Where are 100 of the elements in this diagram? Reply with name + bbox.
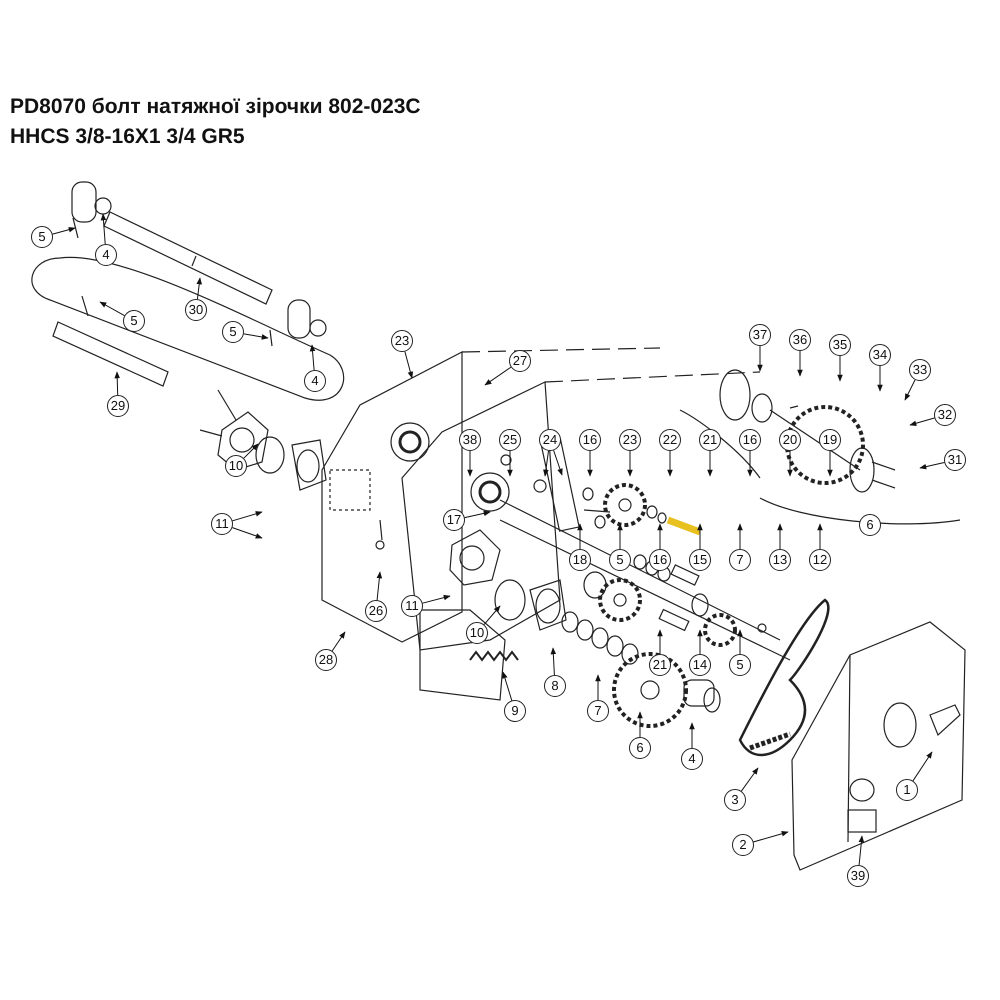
leader-line xyxy=(740,767,758,792)
leader-line xyxy=(912,751,932,782)
leader-line xyxy=(376,571,382,601)
callout-number: 26 xyxy=(365,600,387,622)
leader-line xyxy=(404,351,414,379)
leader-line xyxy=(657,629,663,654)
title: PD8070 болт натяжної зірочки 802-023C HHCS 3/8-16X1 3/4 GR5 xyxy=(10,94,422,150)
leader-line xyxy=(232,511,263,522)
leader-line xyxy=(827,450,833,477)
callout-number: 6 xyxy=(629,737,651,759)
leader-line xyxy=(667,450,673,477)
leader-line xyxy=(484,605,500,626)
callout-number: 2 xyxy=(732,834,754,856)
leader-line xyxy=(587,450,593,477)
callout-number: 30 xyxy=(185,299,207,321)
callout-number: 20 xyxy=(779,429,801,451)
leader-line xyxy=(837,356,843,382)
leader-line xyxy=(243,444,258,459)
callout-number: 18 xyxy=(569,549,591,571)
leader-line xyxy=(507,450,513,477)
leader-line xyxy=(502,671,512,701)
callout-number: 38 xyxy=(459,429,481,451)
callout-number: 16 xyxy=(649,549,671,571)
callout-number: 31 xyxy=(944,449,966,471)
callout-number: 11 xyxy=(211,513,233,535)
callout-number: 4 xyxy=(95,244,117,266)
callout-number: 32 xyxy=(934,404,956,426)
callout-number: 5 xyxy=(609,549,631,571)
callout-number: 27 xyxy=(509,350,531,372)
callout-number: 15 xyxy=(689,549,711,571)
callout-number: 34 xyxy=(869,344,891,366)
callout-number: 29 xyxy=(107,395,129,417)
leader-line xyxy=(737,629,743,654)
callout-number: 4 xyxy=(681,748,703,770)
leader-line xyxy=(757,346,763,372)
callout-number: 13 xyxy=(769,549,791,571)
callout-number: 33 xyxy=(909,359,931,381)
leader-line xyxy=(627,450,633,477)
callout-number: 21 xyxy=(649,654,671,676)
leader-line xyxy=(243,333,269,340)
callout-number: 16 xyxy=(579,429,601,451)
callout-number: 8 xyxy=(544,675,566,697)
leader-line xyxy=(422,594,451,604)
callout-number: 14 xyxy=(689,654,711,676)
leader-line xyxy=(196,277,202,300)
callout-number: 5 xyxy=(729,654,751,676)
callout-number: 39 xyxy=(847,865,869,887)
callout-number: 3 xyxy=(724,789,746,811)
callout-number: 7 xyxy=(729,549,751,571)
leader-line xyxy=(577,523,583,550)
leader-line xyxy=(553,450,563,476)
callout-number: 23 xyxy=(619,429,641,451)
callout-number: 28 xyxy=(315,649,337,671)
callout-number: 1 xyxy=(896,779,918,801)
callout-number: 35 xyxy=(829,334,851,356)
leader-line xyxy=(877,366,883,392)
leader-line xyxy=(467,450,473,477)
leader-line xyxy=(904,379,916,401)
leader-line xyxy=(909,418,935,426)
leader-line xyxy=(595,674,601,700)
leader-line xyxy=(797,350,803,377)
leader-line xyxy=(52,226,76,235)
leader-line xyxy=(657,523,663,550)
leader-line xyxy=(697,523,703,550)
callout-number: 9 xyxy=(504,700,526,722)
callout-number: 22 xyxy=(659,429,681,451)
callout-number: 6 xyxy=(859,514,881,536)
leader-line xyxy=(484,366,512,386)
leader-line xyxy=(858,835,864,866)
leader-line xyxy=(464,510,491,518)
leader-line xyxy=(617,523,623,550)
leader-line xyxy=(99,302,125,316)
leader-line xyxy=(753,831,789,842)
callout-number: 4 xyxy=(304,370,326,392)
leader-line xyxy=(919,462,945,470)
leader-line xyxy=(689,722,695,748)
leader-line xyxy=(747,450,753,477)
callout-number: 5 xyxy=(222,321,244,343)
callout-number: 23 xyxy=(391,330,413,352)
leader-line xyxy=(550,647,556,676)
leader-line xyxy=(543,450,549,477)
leader-line xyxy=(737,523,743,550)
leader-line xyxy=(310,344,316,370)
leader-line xyxy=(114,371,120,396)
callout-number: 24 xyxy=(539,429,561,451)
leader-line xyxy=(777,523,783,550)
callout-number: 16 xyxy=(739,429,761,451)
callout-number: 19 xyxy=(819,429,841,451)
leader-line xyxy=(100,213,106,244)
callout-number: 12 xyxy=(809,549,831,571)
leader-line xyxy=(697,629,703,654)
leader-line xyxy=(332,631,346,652)
callout-number: 5 xyxy=(31,226,53,248)
leader-line xyxy=(707,450,713,477)
callout-number: 5 xyxy=(123,310,145,332)
callout-number: 17 xyxy=(443,509,465,531)
leader-line xyxy=(637,711,643,738)
callout-number: 21 xyxy=(699,429,721,451)
callout-number: 25 xyxy=(499,429,521,451)
callout-number: 37 xyxy=(749,324,771,346)
